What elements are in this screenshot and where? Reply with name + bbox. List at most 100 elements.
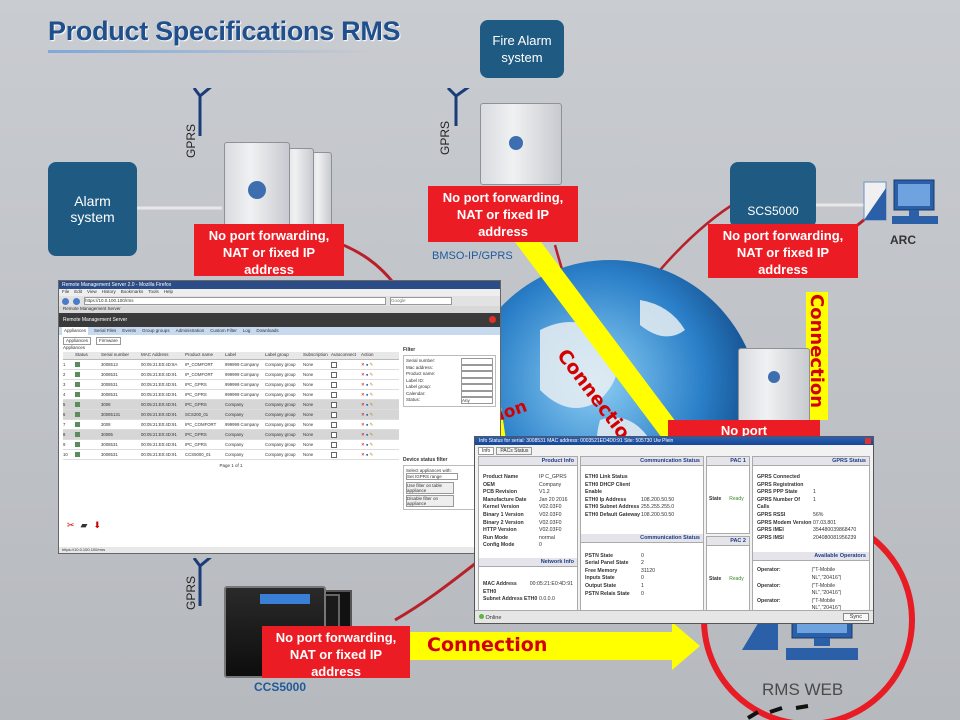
logout-icon[interactable] [489, 316, 496, 323]
autoconnect-checkbox[interactable] [331, 452, 337, 458]
export-icon[interactable]: ▰ [80, 520, 88, 530]
edit-icon[interactable]: ✎ [369, 422, 374, 427]
info-icon[interactable]: ● [365, 392, 369, 397]
cell-action[interactable]: ✕ ● ✎ [361, 360, 381, 369]
autoconnect-checkbox[interactable] [331, 362, 337, 368]
cell-action[interactable]: ✕ ● ✎ [361, 390, 381, 399]
menu-tools[interactable]: Tools [148, 289, 159, 294]
cell-action[interactable]: ✕ ● ✎ [361, 400, 381, 409]
edit-icon[interactable]: ✎ [369, 382, 374, 387]
info-icon[interactable]: ● [365, 412, 369, 417]
cell-action[interactable]: ✕ ● ✎ [361, 410, 381, 419]
edit-icon[interactable]: ✎ [369, 432, 374, 437]
filter-input-mac[interactable] [461, 364, 493, 371]
info-icon[interactable]: ● [365, 442, 369, 447]
autoconnect-checkbox[interactable] [331, 422, 337, 428]
filter-input-label[interactable] [461, 377, 493, 384]
info-icon[interactable]: ● [365, 362, 369, 367]
cell-action[interactable]: ✕ ● ✎ [361, 430, 381, 439]
autoconnect-checkbox[interactable] [331, 402, 337, 408]
tab-info[interactable]: Info [478, 447, 495, 455]
cell-autoconnect[interactable] [331, 450, 361, 459]
subnav-appliances[interactable]: Appliances [63, 337, 92, 345]
edit-icon[interactable]: ✎ [369, 452, 374, 457]
filter-input-serial[interactable] [461, 358, 493, 365]
edit-icon[interactable]: ✎ [369, 392, 374, 397]
delete-icon[interactable]: ✕ [361, 412, 365, 417]
nav-log[interactable]: Log [242, 328, 251, 333]
cell-action[interactable]: ✕ ● ✎ [361, 440, 381, 449]
browser-tab[interactable]: Remote Management Server [59, 306, 500, 313]
autoconnect-checkbox[interactable] [331, 372, 337, 378]
filter-input-calendar[interactable] [461, 390, 493, 397]
info-icon[interactable]: ● [365, 372, 369, 377]
tools-icon[interactable]: ✂ [67, 520, 75, 530]
download-arrow-icon[interactable]: ⬇ [93, 520, 102, 530]
disable-filter-button[interactable]: Disable filter on appliance [406, 494, 454, 507]
edit-icon[interactable]: ✎ [369, 402, 374, 407]
autoconnect-checkbox[interactable] [331, 432, 337, 438]
info-icon[interactable]: ● [365, 432, 369, 437]
menu-view[interactable]: View [87, 289, 97, 294]
back-icon[interactable] [62, 297, 69, 305]
device-filter-select[interactable]: Set IGPRS range [406, 472, 458, 480]
cell-autoconnect[interactable] [331, 400, 361, 409]
menu-file[interactable]: File [62, 289, 70, 294]
cell-autoconnect[interactable] [331, 430, 361, 439]
info-icon[interactable]: ● [365, 422, 369, 427]
cell-autoconnect[interactable] [331, 390, 361, 399]
cell-autoconnect[interactable] [331, 380, 361, 389]
nav-administration[interactable]: Administration [175, 328, 205, 333]
nav-events[interactable]: Events [122, 328, 137, 333]
menu-edit[interactable]: Edit [74, 289, 83, 294]
subnav-firmware[interactable]: Firmware [96, 337, 121, 345]
table-pager[interactable]: Page 1 of 1 [219, 463, 243, 468]
autoconnect-checkbox[interactable] [331, 382, 337, 388]
menu-bookmarks[interactable]: Bookmarks [120, 289, 144, 294]
forward-icon[interactable] [73, 297, 80, 305]
info-icon[interactable]: ● [365, 382, 369, 387]
cell-autoconnect[interactable] [331, 370, 361, 379]
edit-icon[interactable]: ✎ [369, 362, 374, 367]
delete-icon[interactable]: ✕ [361, 362, 365, 367]
cell-autoconnect[interactable] [331, 360, 361, 369]
cell-autoconnect[interactable] [331, 410, 361, 419]
sync-button[interactable]: Sync [842, 613, 869, 621]
nav-serial-files[interactable]: Serial Files [94, 328, 117, 333]
autoconnect-checkbox[interactable] [331, 392, 337, 398]
search-bar[interactable]: Google [390, 297, 452, 305]
filter-input-product[interactable] [461, 371, 493, 378]
close-icon[interactable] [865, 438, 871, 444]
menu-history[interactable]: History [101, 289, 116, 294]
delete-icon[interactable]: ✕ [361, 432, 365, 437]
delete-icon[interactable]: ✕ [361, 452, 365, 457]
delete-icon[interactable]: ✕ [361, 442, 365, 447]
filter-input-group[interactable] [461, 384, 493, 391]
delete-icon[interactable]: ✕ [361, 392, 365, 397]
cell-action[interactable]: ✕ ● ✎ [361, 380, 381, 389]
edit-icon[interactable]: ✎ [369, 372, 374, 377]
info-icon[interactable]: ● [365, 452, 369, 457]
edit-icon[interactable]: ✎ [369, 412, 374, 417]
nav-appliances[interactable]: Appliances [62, 327, 89, 335]
cell-action[interactable]: ✕ ● ✎ [361, 450, 381, 459]
delete-icon[interactable]: ✕ [361, 402, 365, 407]
delete-icon[interactable]: ✕ [361, 372, 365, 377]
cell-autoconnect[interactable] [331, 440, 361, 449]
cell-action[interactable]: ✕ ● ✎ [361, 370, 381, 379]
filter-select-status[interactable]: Any [461, 397, 493, 404]
autoconnect-checkbox[interactable] [331, 442, 337, 448]
tab-pacs-status[interactable]: PACs Status [496, 447, 533, 455]
cell-autoconnect[interactable] [331, 420, 361, 429]
delete-icon[interactable]: ✕ [361, 422, 365, 427]
nav-downloads[interactable]: Downloads [256, 328, 279, 333]
cell-action[interactable]: ✕ ● ✎ [361, 420, 381, 429]
